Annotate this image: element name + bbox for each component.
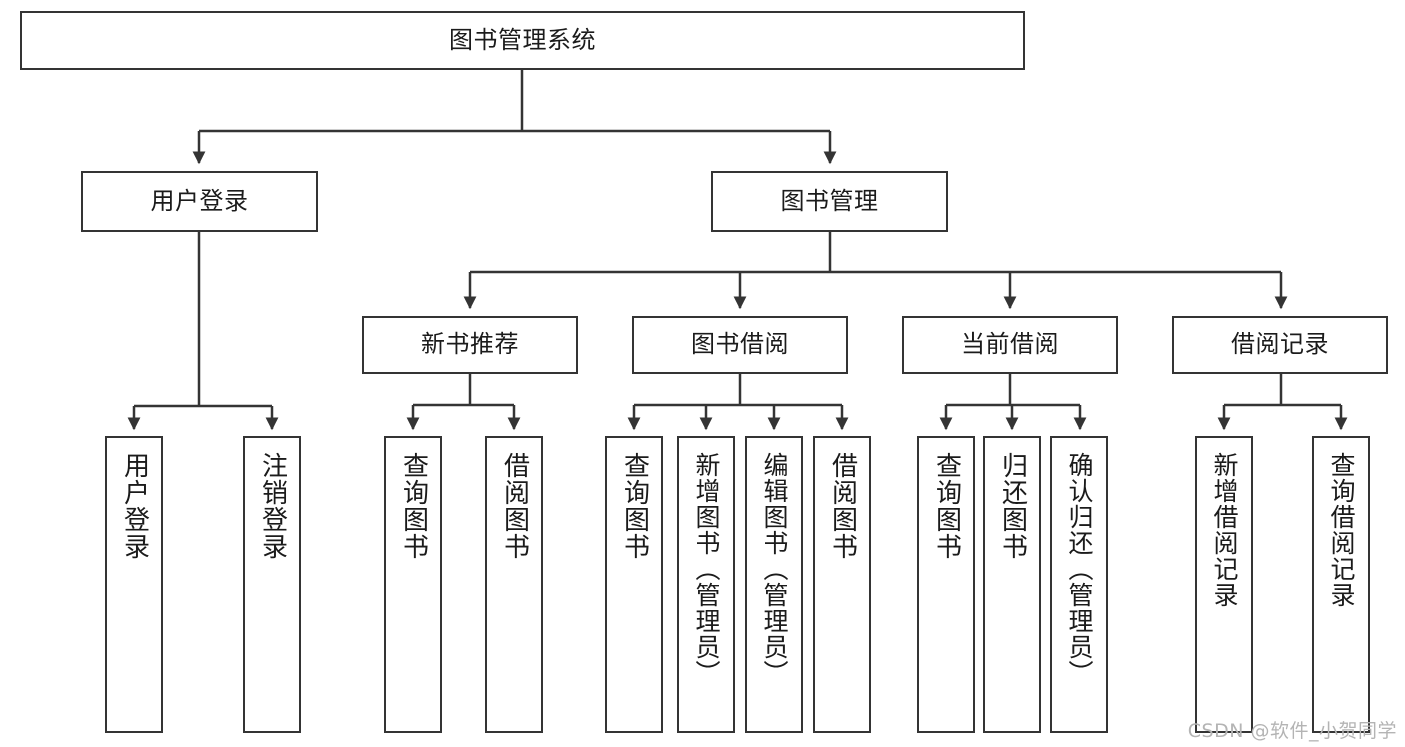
leaf-query-book-borrow-label: 查询图书 xyxy=(619,452,650,560)
node-book-borrow[interactable]: 图书借阅 xyxy=(632,316,848,374)
leaf-query-book-borrow[interactable]: 查询图书 xyxy=(605,436,663,733)
node-book-borrow-label: 图书借阅 xyxy=(691,330,789,359)
leaf-edit-book-admin-label: 编辑图书（管理员） xyxy=(760,452,789,686)
leaf-query-book-current[interactable]: 查询图书 xyxy=(917,436,975,733)
leaf-logout-label: 注销登录 xyxy=(257,452,288,560)
leaf-user-login-label: 用户登录 xyxy=(119,452,150,560)
leaf-add-borrow-record-label: 新增借阅记录 xyxy=(1210,452,1239,608)
node-book-management[interactable]: 图书管理 xyxy=(711,171,948,232)
node-user-login-label: 用户登录 xyxy=(150,186,249,215)
leaf-borrow-book[interactable]: 借阅图书 xyxy=(813,436,871,733)
node-root[interactable]: 图书管理系统 xyxy=(20,11,1025,70)
watermark-text: CSDN @软件_小贺同学 xyxy=(1187,720,1397,742)
leaf-query-book-recommend[interactable]: 查询图书 xyxy=(384,436,442,733)
node-borrow-record[interactable]: 借阅记录 xyxy=(1172,316,1388,374)
leaf-borrow-book-recommend[interactable]: 借阅图书 xyxy=(485,436,543,733)
node-book-management-label: 图书管理 xyxy=(780,186,879,215)
node-current-borrow-label: 当前借阅 xyxy=(961,330,1059,359)
leaf-add-book-admin-label: 新增图书（管理员） xyxy=(692,452,721,686)
node-new-book-recommend[interactable]: 新书推荐 xyxy=(362,316,578,374)
leaf-return-book-label: 归还图书 xyxy=(997,452,1028,560)
node-user-login[interactable]: 用户登录 xyxy=(81,171,318,232)
leaf-add-book-admin[interactable]: 新增图书（管理员） xyxy=(677,436,735,733)
leaf-borrow-book-recommend-label: 借阅图书 xyxy=(499,452,530,560)
leaf-confirm-return-admin-label: 确认归还（管理员） xyxy=(1065,452,1094,686)
leaf-user-login[interactable]: 用户登录 xyxy=(105,436,163,733)
leaf-return-book[interactable]: 归还图书 xyxy=(983,436,1041,733)
leaf-add-borrow-record[interactable]: 新增借阅记录 xyxy=(1195,436,1253,733)
leaf-query-borrow-record[interactable]: 查询借阅记录 xyxy=(1312,436,1370,733)
node-current-borrow[interactable]: 当前借阅 xyxy=(902,316,1118,374)
leaf-borrow-book-label: 借阅图书 xyxy=(827,452,858,560)
node-root-label: 图书管理系统 xyxy=(449,25,596,54)
leaf-query-book-current-label: 查询图书 xyxy=(931,452,962,560)
leaf-confirm-return-admin[interactable]: 确认归还（管理员） xyxy=(1050,436,1108,733)
node-new-book-recommend-label: 新书推荐 xyxy=(421,330,519,359)
leaf-query-book-recommend-label: 查询图书 xyxy=(398,452,429,560)
leaf-query-borrow-record-label: 查询借阅记录 xyxy=(1327,452,1356,608)
leaf-edit-book-admin[interactable]: 编辑图书（管理员） xyxy=(745,436,803,733)
node-borrow-record-label: 借阅记录 xyxy=(1231,330,1329,359)
leaf-logout[interactable]: 注销登录 xyxy=(243,436,301,733)
